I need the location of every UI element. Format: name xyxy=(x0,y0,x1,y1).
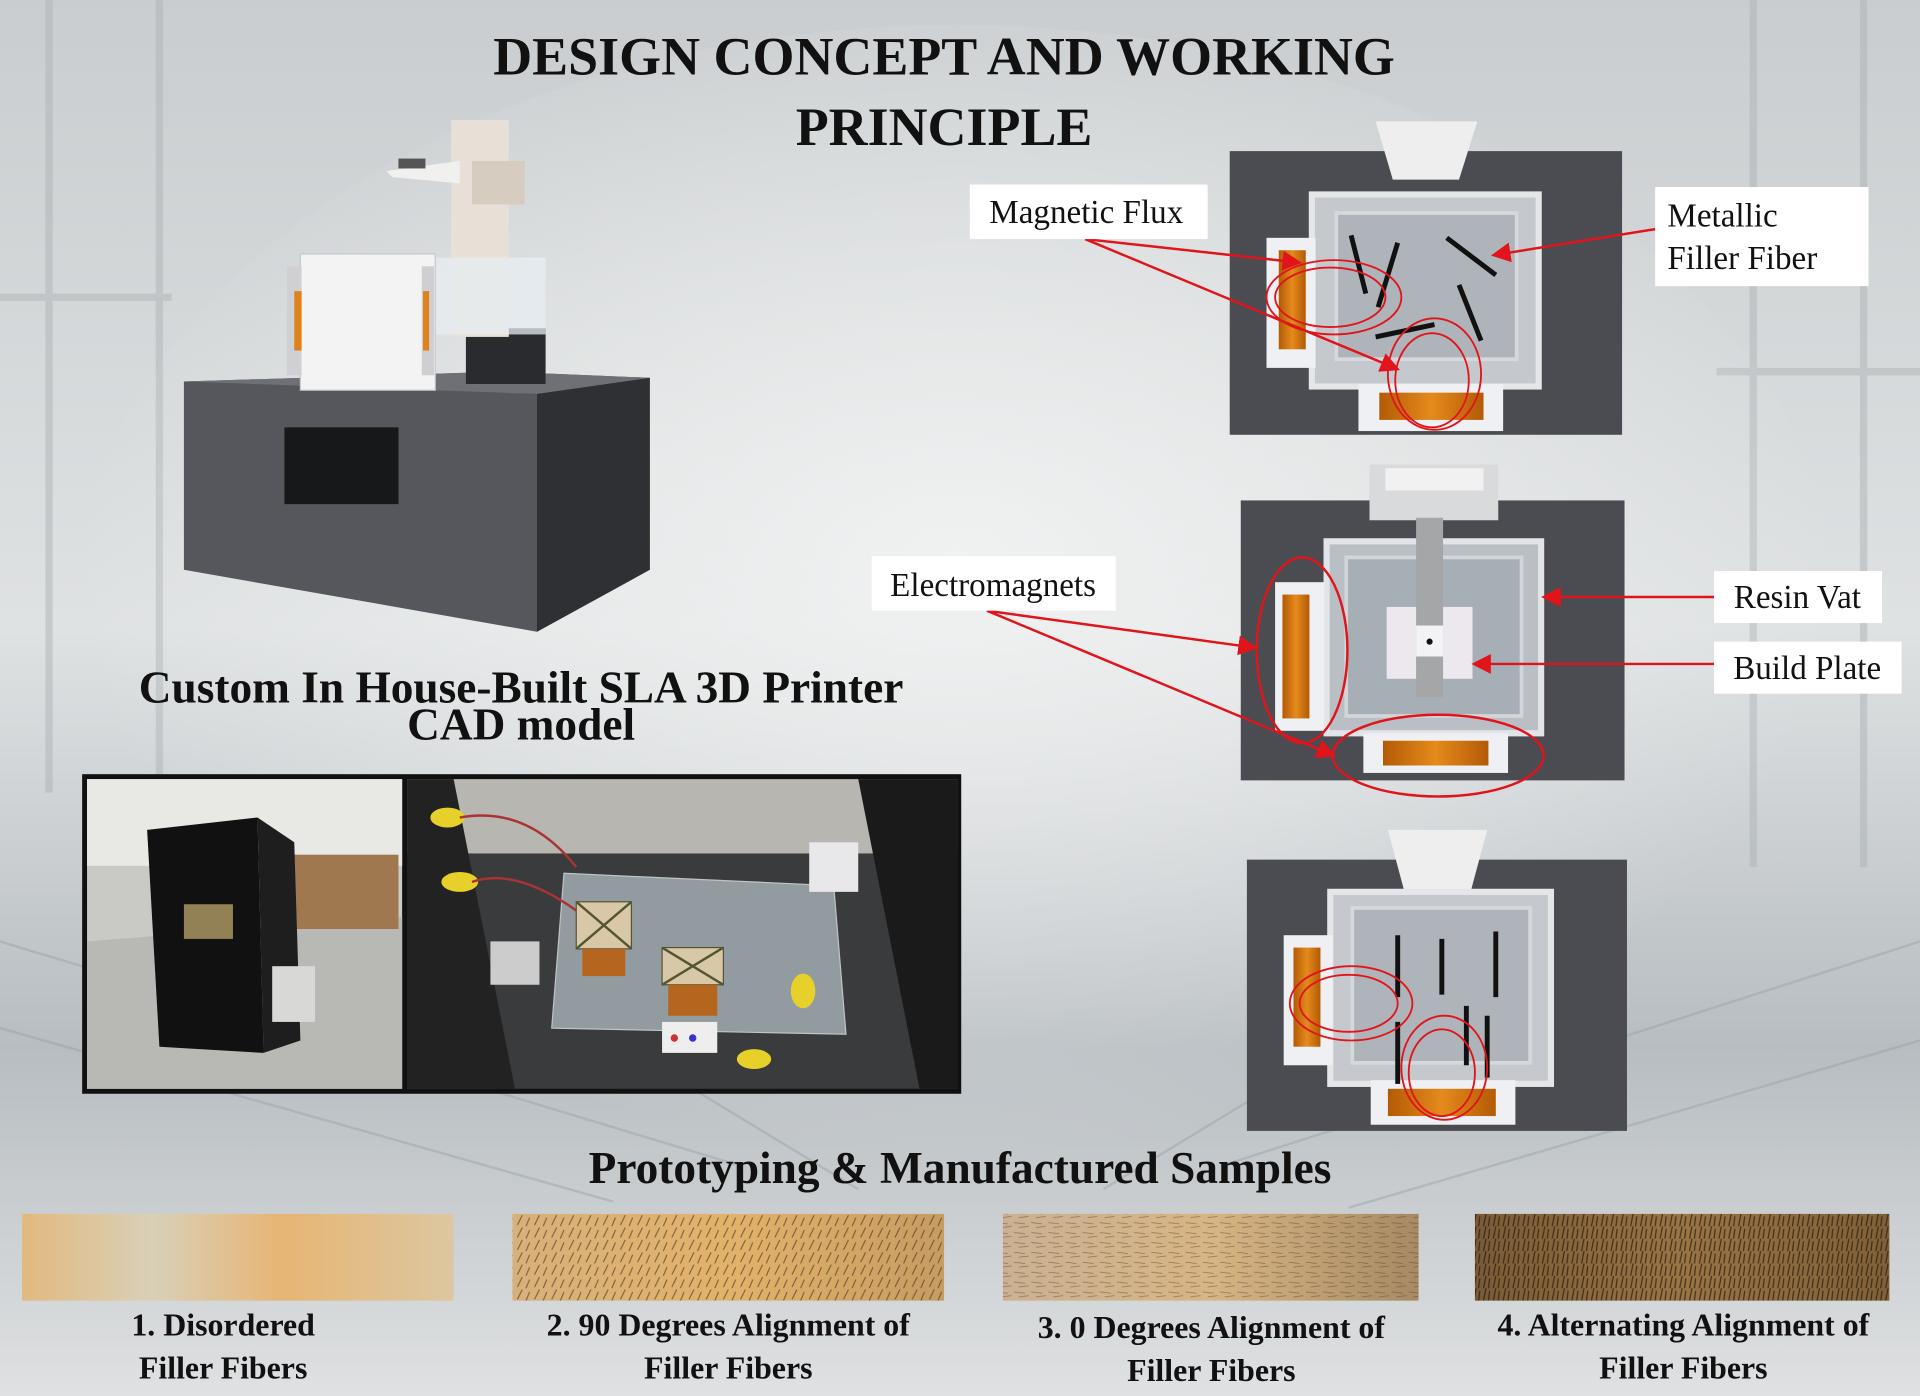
label-electromagnets: Electromagnets xyxy=(871,556,1116,611)
svg-text:4. Alternating Alignment of: 4. Alternating Alignment of xyxy=(1497,1306,1869,1342)
svg-text:Filler Fibers: Filler Fibers xyxy=(644,1350,812,1386)
label-build-plate: Build Plate xyxy=(1714,641,1902,694)
svg-text:Filler Fibers: Filler Fibers xyxy=(1127,1352,1295,1388)
photo-vat-electromagnets xyxy=(407,779,958,1089)
svg-text:Resin Vat: Resin Vat xyxy=(1734,579,1862,616)
sample-0-degrees: 3. 0 Degrees Alignment of Filler Fibers xyxy=(1002,1213,1419,1388)
svg-text:Metallic: Metallic xyxy=(1667,198,1777,235)
cad-electromagnet xyxy=(299,253,436,391)
svg-text:3. 0 Degrees Alignment of: 3. 0 Degrees Alignment of xyxy=(1038,1309,1386,1345)
svg-text:2. 90 Degrees Alignment of: 2. 90 Degrees Alignment of xyxy=(547,1306,910,1342)
svg-text:Electromagnets: Electromagnets xyxy=(890,567,1096,604)
svg-text:Filler Fiber: Filler Fiber xyxy=(1667,240,1817,277)
title-line-2: PRINCIPLE xyxy=(796,97,1093,157)
annotation-leaders xyxy=(986,227,1715,759)
panel-aligned-fibers xyxy=(1246,829,1627,1131)
svg-text:Filler Fibers: Filler Fibers xyxy=(139,1350,307,1386)
sample-alternating: 4. Alternating Alignment of Filler Fiber… xyxy=(1474,1213,1890,1386)
cad-model-printer xyxy=(183,120,650,632)
cad-caption-line-2: CAD model xyxy=(407,698,635,749)
panel-components xyxy=(1240,464,1625,798)
svg-text:1. Disordered: 1. Disordered xyxy=(131,1306,315,1342)
title-line-1: DESIGN CONCEPT AND WORKING xyxy=(493,26,1395,86)
svg-text:Magnetic Flux: Magnetic Flux xyxy=(989,194,1183,231)
svg-text:Build Plate: Build Plate xyxy=(1733,650,1881,687)
svg-text:Filler Fibers: Filler Fibers xyxy=(1599,1350,1767,1386)
sample-disordered: 1. Disordered Filler Fibers xyxy=(22,1213,454,1386)
label-magnetic-flux: Magnetic Flux xyxy=(969,184,1208,240)
label-metallic-filler-fiber: Metallic Filler Fiber xyxy=(1655,187,1869,287)
samples-heading: Prototyping & Manufactured Samples xyxy=(589,1142,1332,1193)
photo-printer-enclosure xyxy=(87,779,403,1089)
panel-disordered-fibers xyxy=(1229,121,1623,435)
cad-display-window xyxy=(284,427,399,505)
magnetic-flux-loops xyxy=(1265,259,1482,431)
cad-resin-vat xyxy=(435,257,546,335)
printer-photos xyxy=(82,774,962,1094)
label-resin-vat: Resin Vat xyxy=(1714,571,1882,624)
sample-90-degrees: 2. 90 Degrees Alignment of Filler Fibers xyxy=(512,1213,945,1386)
cad-caption-line-1: Custom In House-Built SLA 3D Printer xyxy=(139,661,904,712)
